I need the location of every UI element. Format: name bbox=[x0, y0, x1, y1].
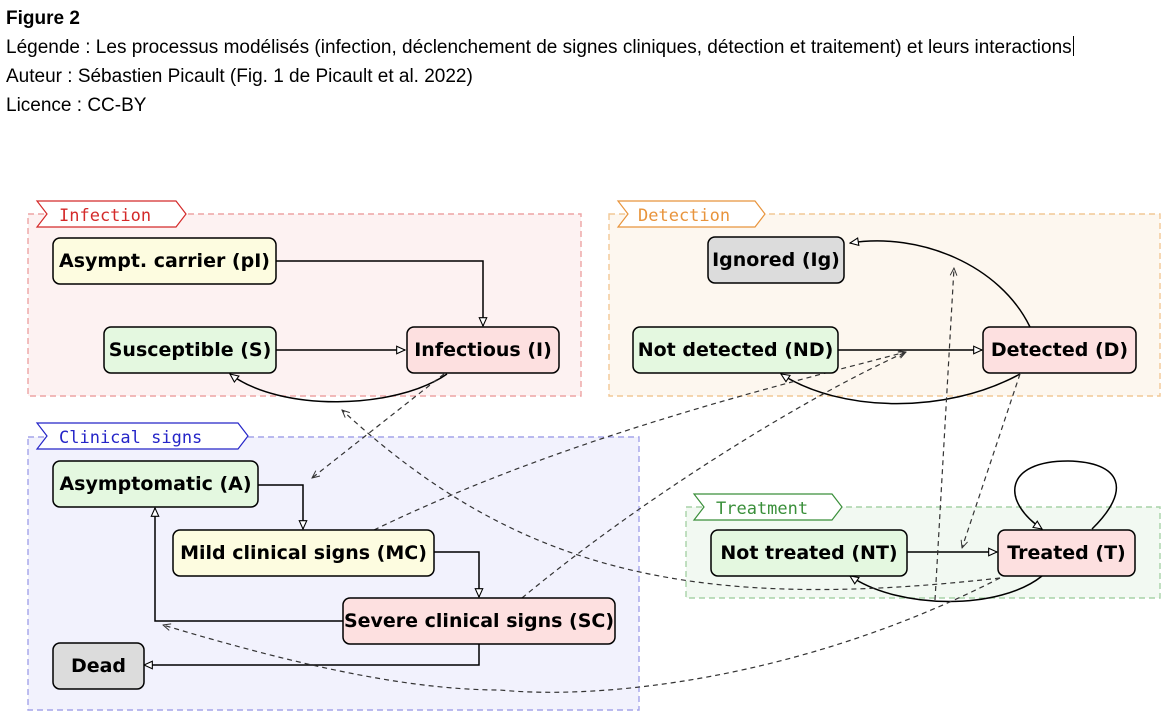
interaction-D-to-treatment bbox=[962, 373, 1021, 548]
figure-legend: Légende : Les processus modélisés (infec… bbox=[6, 33, 1166, 62]
node-susceptible-label: Susceptible (S) bbox=[109, 339, 272, 361]
interaction-T-to-infection bbox=[342, 410, 1001, 591]
node-treated-label: Treated (T) bbox=[1007, 542, 1125, 564]
node-ignored: Ignored (Ig) bbox=[707, 236, 845, 284]
arrow-I-to-S bbox=[230, 374, 448, 403]
arrow-A-to-MC bbox=[258, 484, 303, 529]
node-susceptible: Susceptible (S) bbox=[103, 326, 277, 374]
arrow-MC-to-SC bbox=[434, 551, 479, 597]
node-severe-clinical-signs: Severe clinical signs (SC) bbox=[342, 597, 616, 645]
group-infection-tag bbox=[35, 200, 187, 228]
node-dead: Dead bbox=[52, 642, 145, 690]
figure-license: Licence : CC-BY bbox=[6, 95, 147, 116]
figure-caption: Figure 2 Légende : Les processus modélis… bbox=[6, 4, 1166, 120]
arrow-D-to-ND bbox=[781, 374, 1021, 405]
node-severe-clinical-signs-label: Severe clinical signs (SC) bbox=[344, 610, 614, 632]
node-infectious: Infectious (I) bbox=[406, 326, 560, 374]
node-dead-label: Dead bbox=[71, 655, 126, 677]
group-detection-label: Detection bbox=[638, 206, 730, 226]
figure-author: Auteur : Sébastien Picault (Fig. 1 de Pi… bbox=[6, 66, 473, 87]
arrow-T-self-loop bbox=[1014, 460, 1118, 529]
node-infectious-label: Infectious (I) bbox=[414, 339, 552, 361]
node-not-treated: Not treated (NT) bbox=[710, 529, 908, 577]
interaction-SC-to-detection bbox=[521, 351, 906, 599]
node-mild-clinical-signs: Mild clinical signs (MC) bbox=[172, 529, 435, 577]
group-clinical-signs-label: Clinical signs bbox=[59, 428, 202, 448]
interaction-I-to-A bbox=[312, 373, 445, 478]
interaction-treatment-to-Ig bbox=[934, 268, 954, 601]
group-treatment-label: Treatment bbox=[716, 499, 808, 519]
node-asymptomatic-label: Asymptomatic (A) bbox=[59, 473, 251, 495]
group-detection-tag bbox=[616, 200, 766, 228]
node-not-detected-label: Not detected (ND) bbox=[638, 339, 834, 361]
figure-legend-text: Légende : Les processus modélisés (infec… bbox=[6, 37, 1072, 58]
node-not-detected: Not detected (ND) bbox=[632, 326, 839, 374]
node-asymptomatic: Asymptomatic (A) bbox=[52, 460, 259, 508]
node-asympt-carrier: Asympt. carrier (pI) bbox=[52, 237, 277, 285]
node-mild-clinical-signs-label: Mild clinical signs (MC) bbox=[180, 542, 427, 564]
node-detected-label: Detected (D) bbox=[991, 339, 1128, 361]
arrow-D-to-Ig bbox=[850, 241, 1031, 328]
group-clinical-signs-tag bbox=[35, 422, 249, 450]
group-infection-label: Infection bbox=[59, 206, 151, 226]
node-not-treated-label: Not treated (NT) bbox=[720, 542, 897, 564]
node-detected: Detected (D) bbox=[982, 326, 1137, 374]
arrow-SC-to-Dead bbox=[144, 644, 480, 665]
arrow-pI-to-I bbox=[276, 260, 483, 326]
figure-title: Figure 2 bbox=[6, 8, 80, 29]
text-cursor bbox=[1072, 36, 1074, 56]
arrow-SC-to-A bbox=[155, 508, 343, 622]
interaction-treatment-to-clinical bbox=[163, 577, 1001, 693]
node-treated: Treated (T) bbox=[997, 529, 1136, 577]
node-ignored-label: Ignored (Ig) bbox=[712, 249, 840, 271]
node-asympt-carrier-label: Asympt. carrier (pI) bbox=[59, 250, 270, 272]
group-treatment-tag bbox=[692, 493, 843, 521]
arrow-T-to-NT bbox=[850, 576, 1043, 603]
interaction-MC-to-detection bbox=[373, 352, 906, 531]
